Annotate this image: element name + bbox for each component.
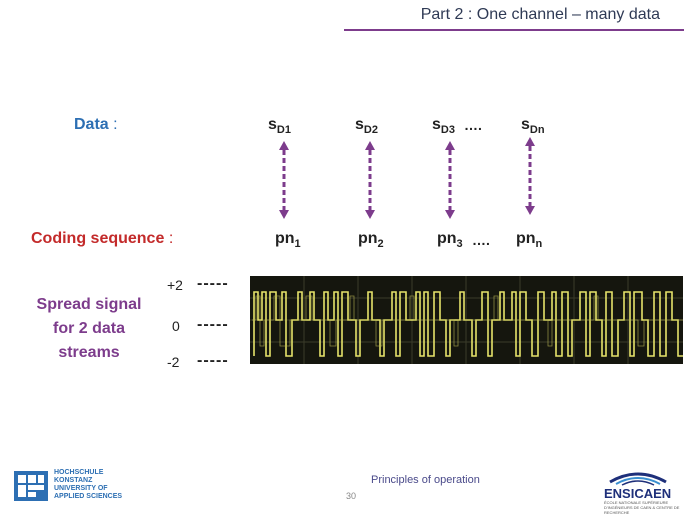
level-label-plus2: +2 <box>167 277 183 293</box>
title-underline <box>344 29 684 31</box>
spread-label-line: Spread signal <box>36 296 142 313</box>
coding-sequence-label: Coding sequence : <box>31 230 173 248</box>
level-marker-plus2: ----- <box>197 275 229 292</box>
logo-text-line: HOCHSCHULE <box>54 469 104 476</box>
hochschule-logo-icon <box>14 471 48 501</box>
double-arrow-icon <box>279 141 289 219</box>
symbol-base: s <box>268 116 277 133</box>
symbol-base: pn <box>437 230 457 247</box>
coding-label-colon: : <box>168 230 174 247</box>
symbol-subscript: D2 <box>363 124 378 137</box>
level-marker-minus2: ----- <box>197 352 229 369</box>
data-symbol-sd3: sD3 <box>432 116 455 136</box>
page-number: 30 <box>346 491 357 501</box>
spread-label-line: streams <box>58 344 120 361</box>
ensicaen-logo-name: ENSICAEN <box>604 486 672 501</box>
coding-symbol-pn2: pn2 <box>358 230 384 250</box>
symbol-base: pn <box>516 230 536 247</box>
coding-symbol-pnn: pnn <box>516 230 542 250</box>
symbol-subscript: 1 <box>294 238 301 251</box>
oscilloscope-capture <box>250 276 683 364</box>
symbol-base: s <box>355 116 364 133</box>
ensicaen-logo-icon <box>609 472 667 486</box>
coding-symbol-pn3: pn3 <box>437 230 463 250</box>
level-label-minus2: -2 <box>167 354 180 370</box>
logo-text-line: KONSTANZ <box>54 477 93 484</box>
data-symbol-sd2: sD2 <box>355 116 378 136</box>
data-symbol-sd1: sD1 <box>268 116 291 136</box>
slide-title: Part 2 : One channel – many data <box>420 6 660 23</box>
double-arrow-icon <box>365 141 375 219</box>
symbol-base: pn <box>358 230 378 247</box>
spread-signal-label: Spread signal for 2 data streams <box>30 293 148 365</box>
symbol-subscript: 2 <box>377 238 384 251</box>
symbol-base: pn <box>275 230 295 247</box>
symbol-base: s <box>521 116 530 133</box>
coding-label-text: Coding sequence <box>31 230 165 247</box>
ensicaen-logo-subtitle: ÉCOLE NATIONALE SUPÉRIEURE D'INGÉNIEURS … <box>604 500 680 515</box>
symbol-subscript: D1 <box>276 124 291 137</box>
hochschule-logo-text: HOCHSCHULE KONSTANZ UNIVERSITY OF APPLIE… <box>54 469 122 501</box>
data-label: Data : <box>74 116 118 134</box>
level-marker-zero: ----- <box>197 316 229 333</box>
double-arrow-icon <box>445 141 455 219</box>
symbol-subscript: Dn <box>529 124 545 137</box>
coding-symbol-pn1: pn1 <box>275 230 301 250</box>
coding-ellipsis: …. <box>472 232 490 248</box>
data-symbol-sdn: sDn <box>521 116 545 136</box>
spread-signal-trace <box>250 276 683 364</box>
logo-text-line: APPLIED SCIENCES <box>54 493 123 500</box>
symbol-subscript: 3 <box>456 238 463 251</box>
data-label-colon: : <box>113 116 118 133</box>
logo-text-line: UNIVERSITY OF <box>54 485 108 492</box>
symbol-subscript: D3 <box>440 124 455 137</box>
data-ellipsis: …. <box>464 117 482 133</box>
data-label-text: Data <box>74 116 109 133</box>
footer-section-title: Principles of operation <box>371 474 480 486</box>
spread-label-line: for 2 data <box>52 320 125 337</box>
symbol-base: s <box>432 116 441 133</box>
double-arrow-icon <box>525 137 535 215</box>
symbol-subscript: n <box>535 238 543 251</box>
level-label-zero: 0 <box>172 318 180 334</box>
